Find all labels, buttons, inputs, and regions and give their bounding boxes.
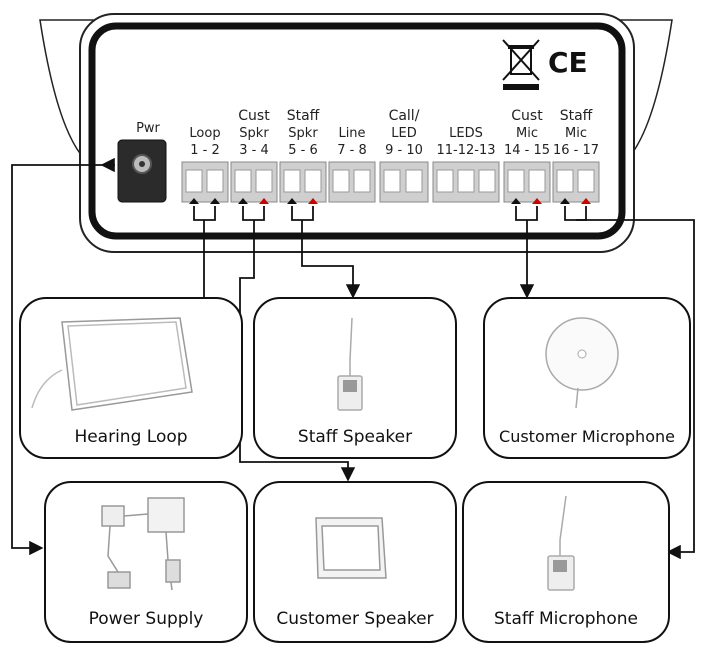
customer-microphone-label: Customer Microphone: [499, 427, 675, 446]
term-label-callled-l1: Call/: [389, 108, 420, 124]
terminal-labels: Loop 1 - 2 Cust Spkr 3 - 4 Staff Spkr 5 …: [189, 108, 599, 158]
term-label-leds-l3: 11-12-13: [436, 143, 495, 158]
customer-speaker-image: [315, 517, 387, 579]
staff-microphone-label: Staff Microphone: [494, 609, 638, 629]
term-label-staffmic-l1: Staff: [560, 108, 593, 124]
staff-speaker-label: Staff Speaker: [298, 427, 412, 447]
term-label-staffspkr-l2: Spkr: [288, 126, 318, 141]
term-label-staffspkr-l1: Staff: [287, 108, 320, 124]
term-label-loop-l2: Loop: [189, 126, 220, 141]
staff-speaker-image: [337, 317, 363, 411]
hearing-loop-box: [19, 297, 243, 459]
terminal-screws: [185, 169, 595, 193]
term-label-staffmic-l2: Mic: [565, 126, 587, 141]
hearing-loop-image: [31, 317, 193, 411]
term-label-custspkr-l2: Spkr: [239, 126, 269, 141]
term-label-line-l3: 7 - 8: [337, 143, 367, 158]
customer-microphone-image: [545, 317, 619, 409]
staff-microphone-image: [547, 495, 575, 591]
term-label-custspkr-l3: 3 - 4: [239, 143, 269, 158]
terminal-arrows: [189, 198, 591, 204]
term-label-custmic-l2: Mic: [516, 126, 538, 141]
customer-speaker-label: Customer Speaker: [276, 609, 433, 629]
term-label-custmic-l1: Cust: [511, 108, 543, 124]
term-label-callled-l3: 9 - 10: [385, 143, 423, 158]
term-label-staffspkr-l3: 5 - 6: [288, 143, 318, 158]
term-label-custmic-l3: 14 - 15: [504, 143, 550, 158]
term-label-callled-l2: LED: [391, 126, 416, 141]
pwr-label: Pwr: [136, 121, 160, 136]
term-label-custspkr-l1: Cust: [238, 108, 270, 124]
term-label-loop-l3: 1 - 2: [190, 143, 220, 158]
term-label-leds-l2: LEDS: [449, 126, 483, 141]
hearing-loop-label: Hearing Loop: [74, 427, 187, 447]
term-label-line-l2: Line: [338, 126, 365, 141]
wiring: [11, 157, 695, 560]
power-supply-box: [44, 481, 248, 643]
ce-mark: CE: [548, 46, 588, 79]
weee-bin-icon: [502, 39, 540, 90]
power-supply-label: Power Supply: [89, 609, 204, 629]
power-supply-image: [101, 497, 185, 591]
term-label-staffmic-l3: 16 - 17: [553, 143, 599, 158]
